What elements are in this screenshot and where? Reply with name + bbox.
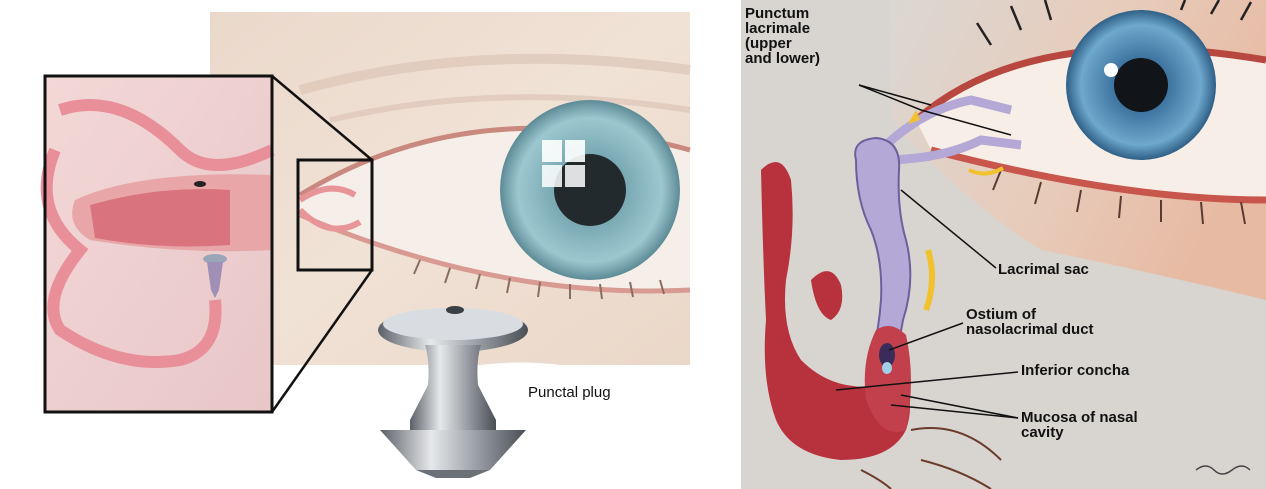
lacrimal-system-diagram	[741, 0, 1266, 489]
lacrimal-sac-label: Lacrimal sac	[998, 262, 1089, 277]
mucosa-label: Mucosa of nasal cavity	[1021, 410, 1138, 440]
punctum-lacrimale-label: Punctum lacrimale (upper and lower)	[745, 6, 820, 66]
ostium-label: Ostium of nasolacrimal duct	[966, 307, 1094, 337]
eye-illustration-left	[0, 0, 730, 489]
punctal-plug-illustration: Punctal plug	[0, 0, 730, 489]
punctal-plug-label: Punctal plug	[528, 384, 611, 401]
inferior-concha-label: Inferior concha	[1021, 363, 1129, 378]
lacrimal-anatomy-illustration: Punctum lacrimale (upper and lower) Lacr…	[741, 0, 1266, 489]
